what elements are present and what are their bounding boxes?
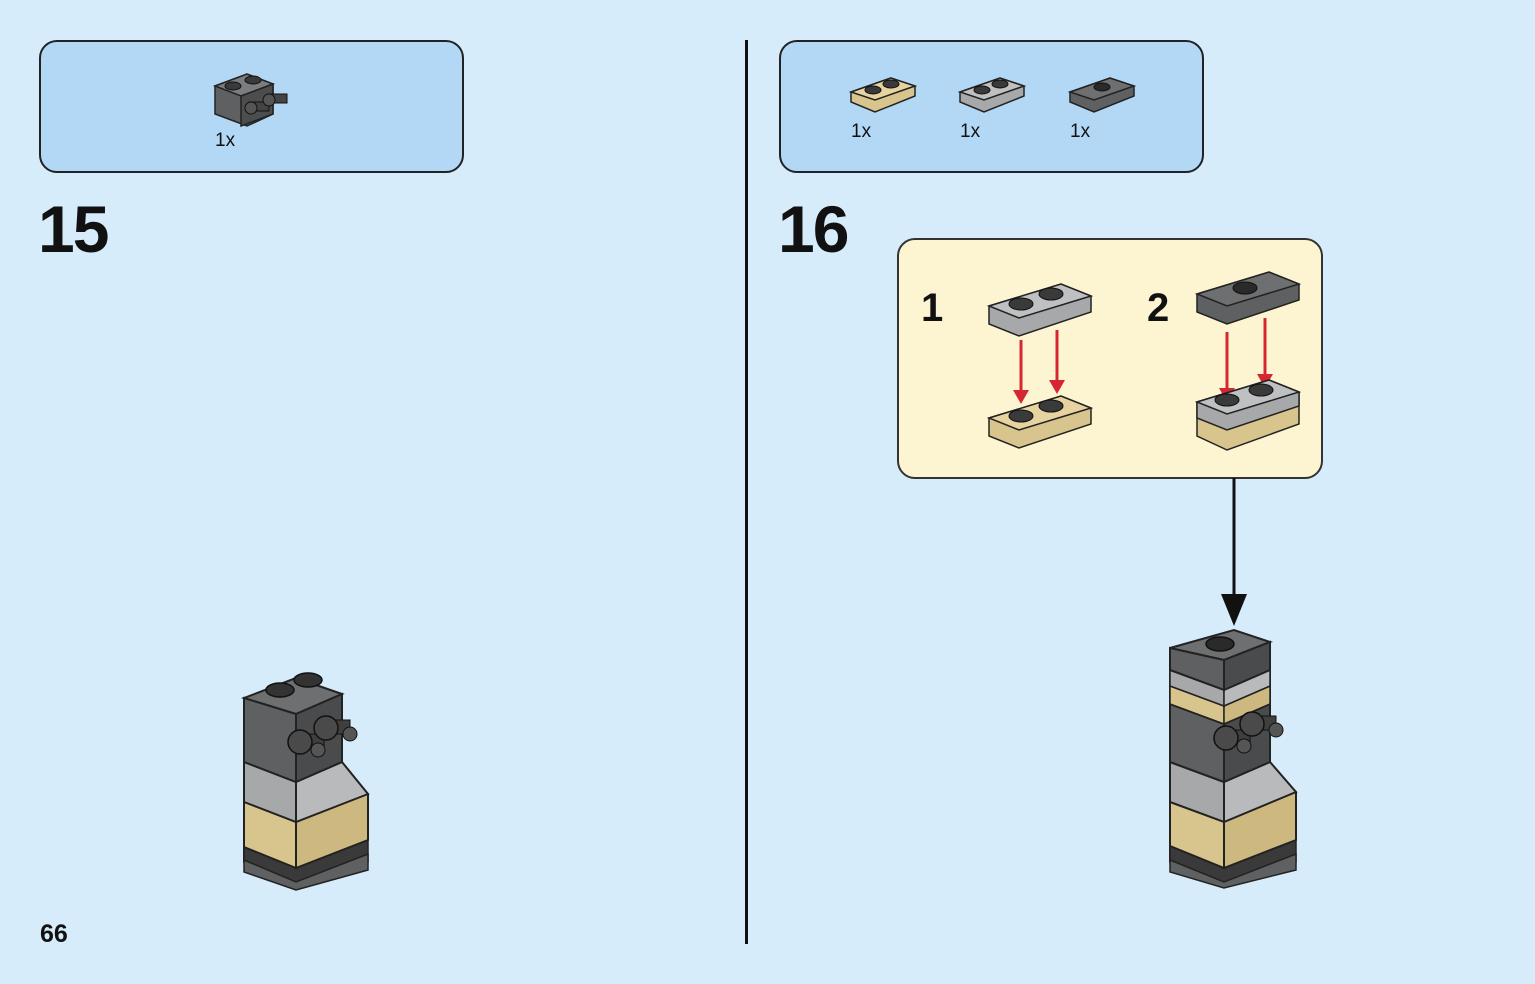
part-qty: 1x xyxy=(215,130,236,151)
substep-2-illustration xyxy=(1194,271,1302,451)
light-gray-plate-1x2-part xyxy=(957,77,1027,113)
part-qty: 1x xyxy=(851,121,872,142)
substep-1-illustration xyxy=(986,283,1094,449)
part-qty: 1x xyxy=(960,121,981,142)
page-number: 66 xyxy=(40,920,68,948)
substep-number-2: 2 xyxy=(1147,286,1170,330)
substep-box: 1 2 xyxy=(897,238,1323,479)
page-divider xyxy=(745,40,748,944)
dark-gray-brick-with-pins-part xyxy=(212,73,288,128)
step-15-parts-box: 1x xyxy=(39,40,464,173)
step-number-15: 15 xyxy=(38,192,109,266)
tan-plate-1x2-part xyxy=(848,77,918,113)
step-15-assembled-model xyxy=(240,672,370,891)
part-qty: 1x xyxy=(1070,121,1091,142)
substep-number-1: 1 xyxy=(921,286,944,330)
step-16-assembled-model xyxy=(1169,628,1298,889)
step-16-parts-box: 1x 1x 1x xyxy=(779,40,1204,173)
placement-arrow xyxy=(1221,478,1247,626)
step-number-16: 16 xyxy=(778,192,849,266)
dark-gray-jumper-plate-part xyxy=(1067,77,1137,113)
